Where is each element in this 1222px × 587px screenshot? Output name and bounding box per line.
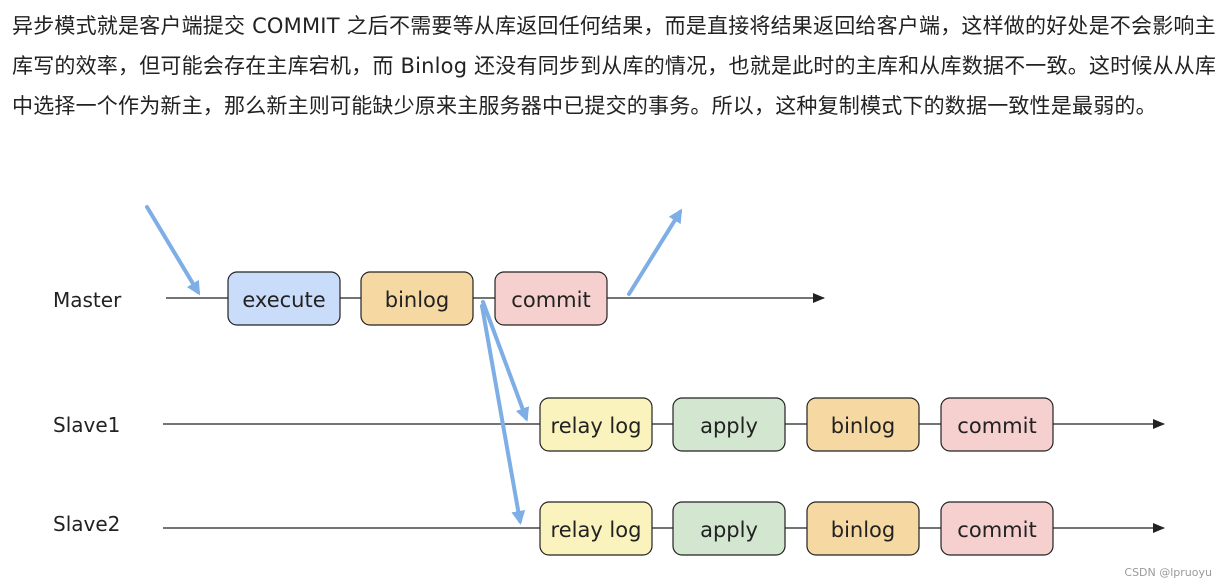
slave2-apply-label: apply <box>700 518 758 542</box>
master-label: Master <box>53 288 122 312</box>
slave2-commit-node: commit <box>940 501 1054 556</box>
description-paragraph: 异步模式就是客户端提交 COMMIT 之后不需要等从库返回任何结果，而是直接将结… <box>12 14 1217 118</box>
slave2-commit-label: commit <box>957 518 1036 542</box>
watermark: CSDN @lpruoyu <box>1124 566 1212 579</box>
client-response-arrow <box>627 208 683 296</box>
master-execute-node: execute <box>227 271 341 326</box>
slave1-relay-log-node: relay log <box>539 397 653 452</box>
slave1-label: Slave1 <box>53 413 120 437</box>
slave2-relay-log-label: relay log <box>551 518 642 542</box>
client-request-arrow <box>145 205 201 296</box>
sync-to-slave2-arrow <box>480 304 526 525</box>
master-binlog-node: binlog <box>360 271 474 326</box>
slave1-relay-log-label: relay log <box>551 414 642 438</box>
slave1-binlog-label: binlog <box>831 414 896 438</box>
slave2-relay-log-node: relay log <box>539 501 653 556</box>
slave1-commit-node: commit <box>940 397 1054 452</box>
master-binlog-label: binlog <box>385 288 450 312</box>
slave1-apply-node: apply <box>672 397 786 452</box>
slave2-apply-node: apply <box>672 501 786 556</box>
slave2-binlog-node: binlog <box>806 501 920 556</box>
master-commit-label: commit <box>511 288 590 312</box>
slave1-commit-label: commit <box>957 414 1036 438</box>
master-commit-node: commit <box>494 271 608 326</box>
slave2-label: Slave2 <box>53 512 120 536</box>
slave1-binlog-node: binlog <box>806 397 920 452</box>
slave2-binlog-label: binlog <box>831 518 896 542</box>
master-execute-label: execute <box>242 288 325 312</box>
sync-to-slave1-arrow <box>481 300 530 422</box>
slave1-apply-label: apply <box>700 414 758 438</box>
